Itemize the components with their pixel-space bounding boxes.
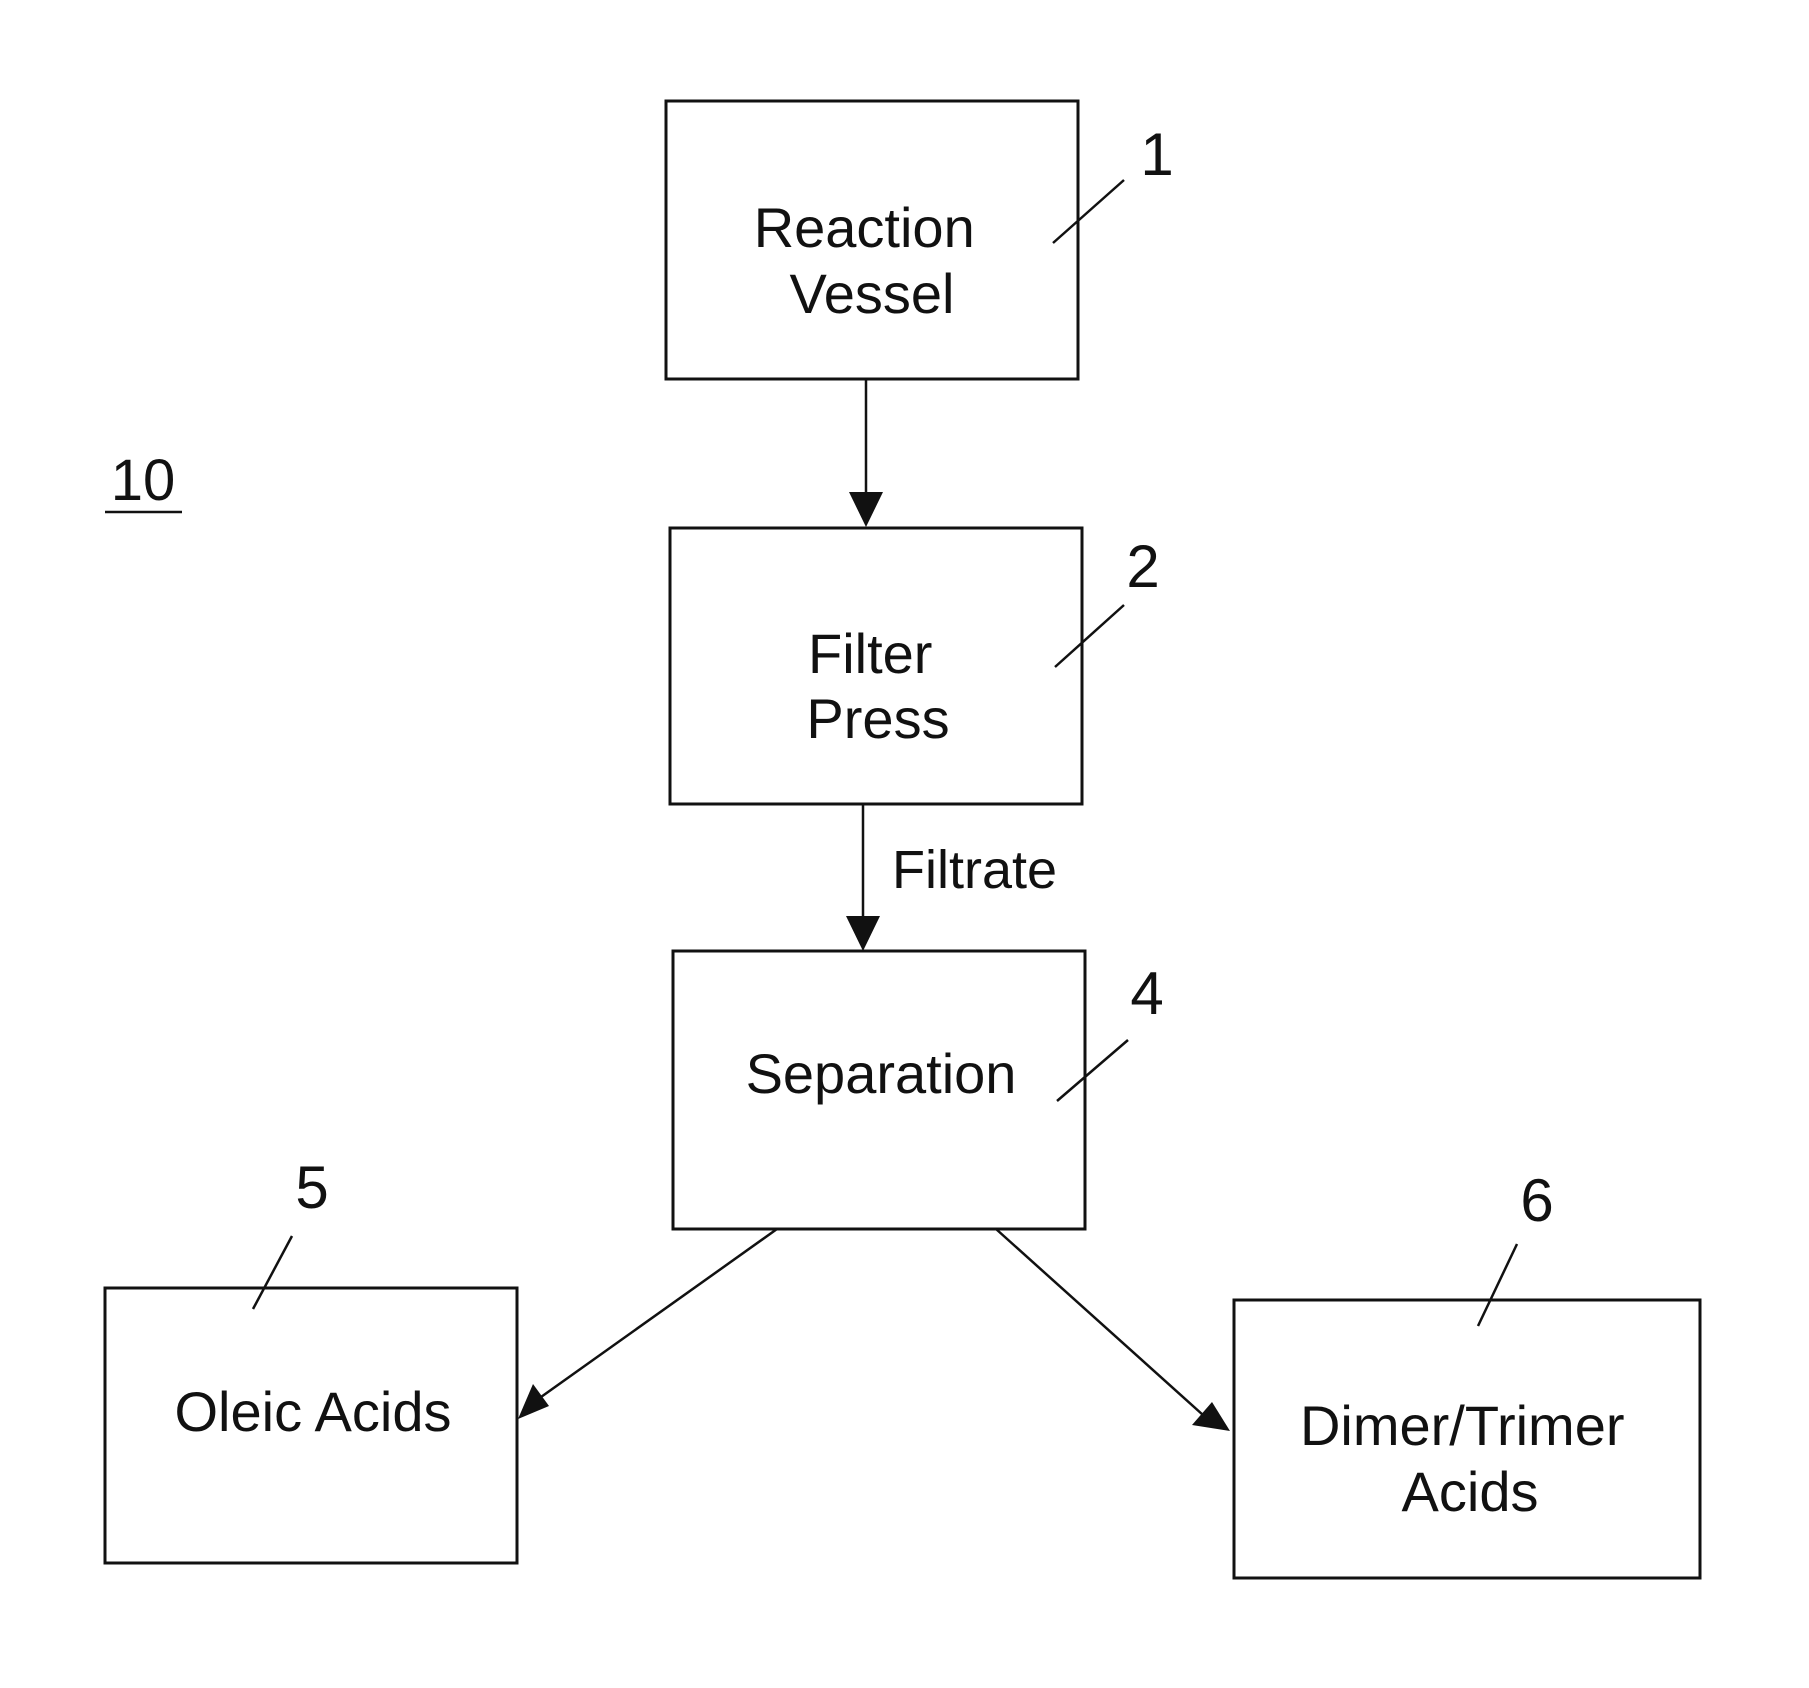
reaction-vessel-ref-number: 1 [1140,121,1173,188]
edge-reaction-vessel-to-filter-press [849,379,883,527]
dimer-trimer-acids-node: Dimer/Trimer Acids 6 [1234,1167,1700,1578]
filter-press-ref-number: 2 [1126,533,1159,600]
filter-press-label-line-2: Press [806,687,949,750]
arrowhead-icon [846,916,880,951]
edge-line [996,1229,1203,1415]
edge-filter-press-to-separation: Filtrate [846,804,1057,951]
dimer-trimer-acids-ref-number: 6 [1520,1167,1553,1234]
edge-separation-to-dimer-trimer-acids [996,1229,1230,1431]
separation-node: Separation 4 [673,951,1164,1229]
separation-label-line-1: Separation [746,1042,1017,1105]
reaction-vessel-label-line-2: Vessel [790,262,955,325]
filter-press-label-line-1: Filter [808,622,932,685]
oleic-acids-node: Oleic Acids 5 [105,1154,517,1563]
separation-label: Separation [746,1042,1017,1105]
figure-number: 10 [111,448,176,513]
filter-press-node: Filter Press 2 [670,528,1160,804]
filtrate-edge-label: Filtrate [892,840,1057,900]
edge-separation-to-oleic-acids [518,1229,777,1419]
reaction-vessel-node: Reaction Vessel 1 [666,101,1174,379]
oleic-acids-label-line-1: Oleic Acids [175,1380,452,1443]
dimer-trimer-acids-label-line-1: Dimer/Trimer [1300,1394,1625,1457]
arrowhead-icon [1192,1402,1230,1431]
separation-ref-number: 4 [1130,960,1163,1027]
arrowhead-icon [849,492,883,527]
dimer-trimer-acids-label-line-2: Acids [1402,1460,1539,1523]
arrowhead-icon [518,1384,549,1419]
oleic-acids-label: Oleic Acids [175,1380,452,1443]
reaction-vessel-label-line-1: Reaction [754,196,975,259]
oleic-acids-ref-number: 5 [295,1154,328,1221]
edge-line [541,1229,777,1397]
